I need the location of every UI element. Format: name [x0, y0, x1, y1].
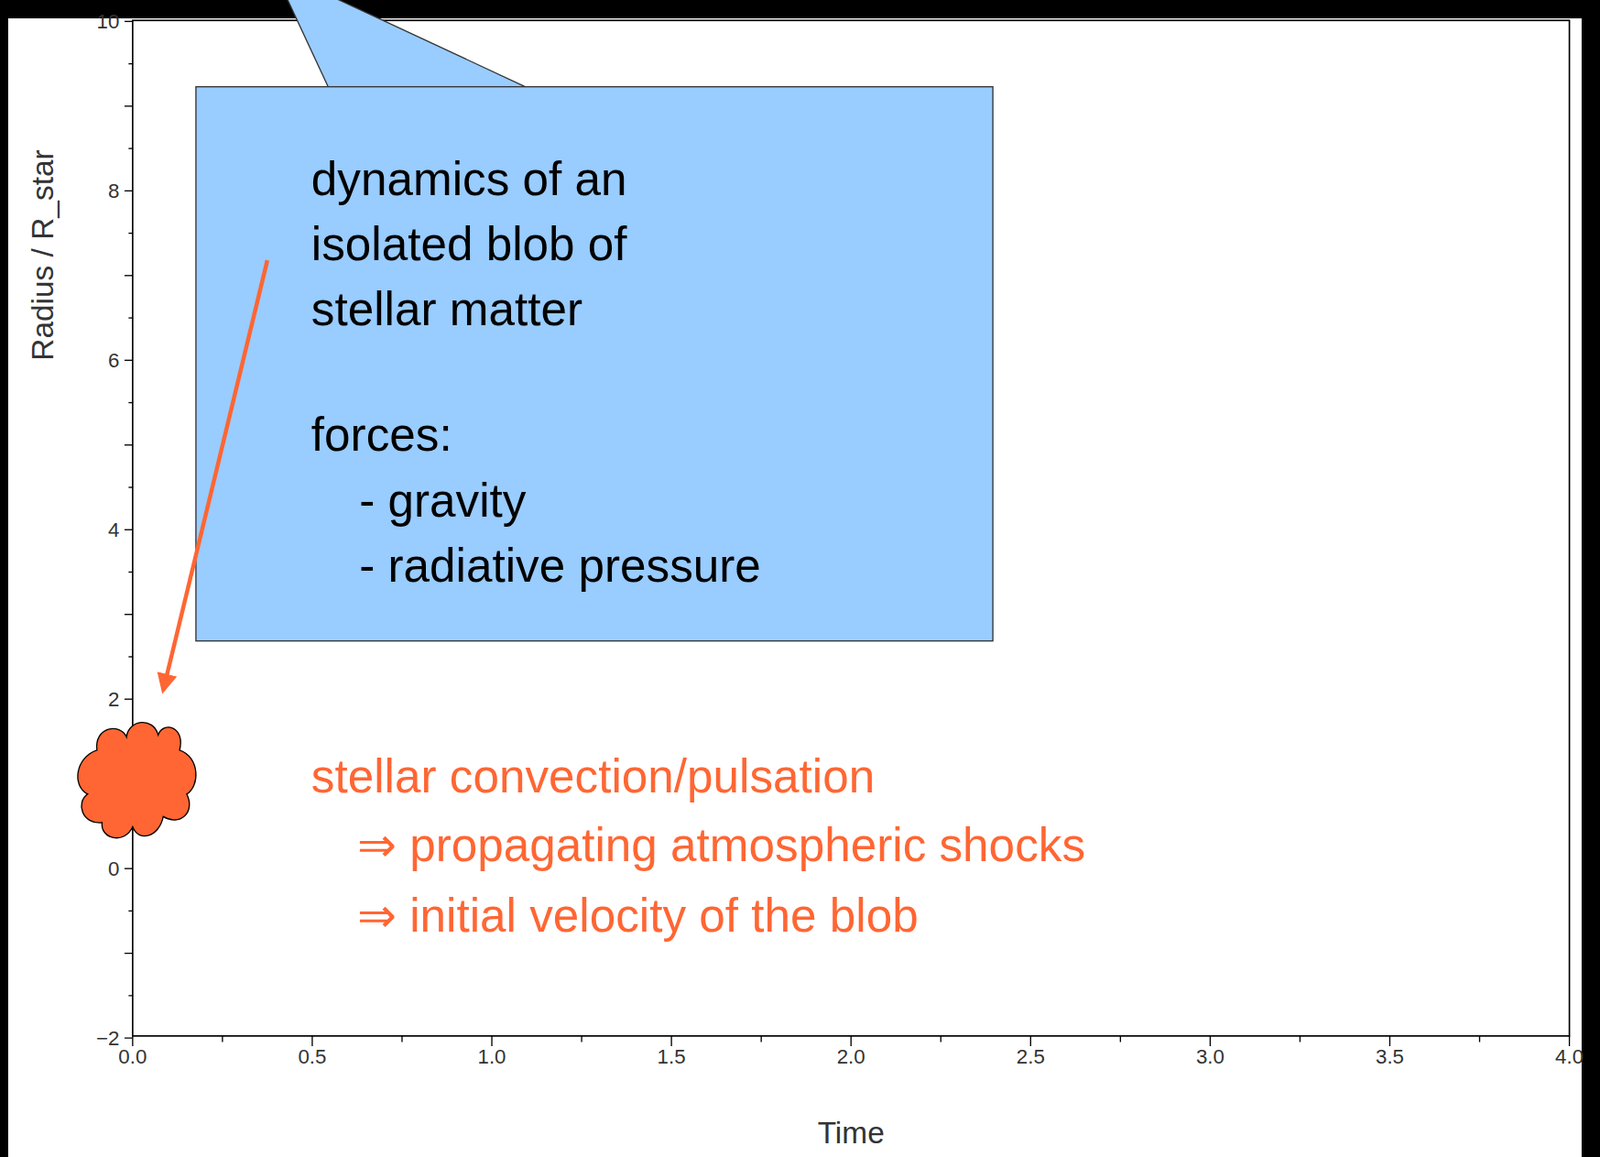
y-tick	[124, 952, 133, 954]
x-tick	[1120, 1035, 1122, 1043]
tick-label: 6	[108, 349, 120, 371]
y-tick	[124, 867, 133, 869]
tick-label: 4.0	[1555, 1045, 1584, 1067]
y-tick	[128, 63, 132, 65]
plot-ground	[8, 18, 1582, 1157]
y-tick	[128, 486, 132, 488]
callout-text: - gravity	[359, 476, 526, 523]
tick-label: 1.0	[478, 1045, 507, 1067]
x-tick	[490, 1035, 492, 1046]
y-tick	[128, 655, 132, 657]
tick-label: 3.0	[1196, 1045, 1225, 1067]
y-tick	[124, 21, 133, 22]
tick-label: −2	[96, 1027, 120, 1048]
y-tick	[128, 147, 132, 149]
y-tick	[124, 698, 133, 700]
x-tick	[311, 1035, 313, 1046]
axis-title: Time	[817, 1117, 885, 1148]
x-tick	[580, 1035, 582, 1043]
x-tick	[760, 1035, 762, 1043]
callout-text: forces:	[311, 411, 453, 458]
x-tick	[1479, 1035, 1481, 1043]
axis-title: Radius / R_star	[27, 149, 58, 360]
x-tick	[1389, 1035, 1391, 1046]
y-tick	[124, 529, 133, 531]
y-tick	[128, 402, 132, 403]
x-tick	[401, 1035, 403, 1043]
tick-label: 0	[108, 858, 120, 879]
tick-label: 2.0	[837, 1045, 866, 1067]
note-text: ⇒ initial velocity of the blob	[357, 892, 919, 939]
x-tick	[850, 1035, 852, 1046]
callout-box: dynamics of an isolated blob of stellar …	[195, 87, 993, 642]
note-text: ⇒ propagating atmospheric shocks	[357, 821, 1086, 869]
stellar-blob	[77, 722, 196, 839]
callout-heading: dynamics of an isolated blob of stellar …	[311, 145, 679, 342]
y-tick	[128, 571, 132, 573]
plot-frame	[132, 20, 1570, 1036]
y-tick	[124, 1036, 133, 1038]
y-tick	[124, 613, 133, 615]
callout-tail	[273, 0, 528, 88]
y-tick	[124, 359, 133, 361]
tick-label: 1.5	[657, 1045, 686, 1067]
tick-label: 0.0	[118, 1045, 147, 1067]
tick-label: 3.5	[1375, 1045, 1405, 1067]
x-tick	[1030, 1035, 1032, 1046]
y-tick	[128, 994, 132, 996]
x-tick	[221, 1035, 223, 1043]
tick-label: 2	[108, 688, 120, 709]
note-text: stellar convection/pulsation	[311, 751, 875, 799]
tick-label: 10	[97, 10, 120, 32]
y-tick	[128, 910, 132, 912]
callout-box-fill	[195, 87, 993, 642]
axis-ticks	[124, 21, 1570, 1046]
x-tick	[1209, 1035, 1211, 1046]
y-tick	[124, 105, 133, 107]
tick-label: 0.5	[297, 1045, 327, 1067]
y-tick	[124, 190, 133, 192]
x-tick	[940, 1035, 942, 1043]
tick-label: 8	[108, 180, 120, 201]
x-tick	[1299, 1035, 1301, 1043]
y-tick	[128, 316, 132, 318]
leader-arrow	[163, 260, 268, 690]
y-tick	[124, 444, 133, 446]
y-tick	[128, 232, 132, 234]
tick-label: 2.5	[1016, 1045, 1045, 1067]
x-tick	[670, 1035, 672, 1046]
callout-text: - radiative pressure	[359, 542, 762, 589]
x-tick	[1568, 1035, 1570, 1046]
x-tick	[131, 1035, 133, 1046]
y-tick	[124, 274, 133, 276]
tick-label: 4	[108, 519, 120, 540]
